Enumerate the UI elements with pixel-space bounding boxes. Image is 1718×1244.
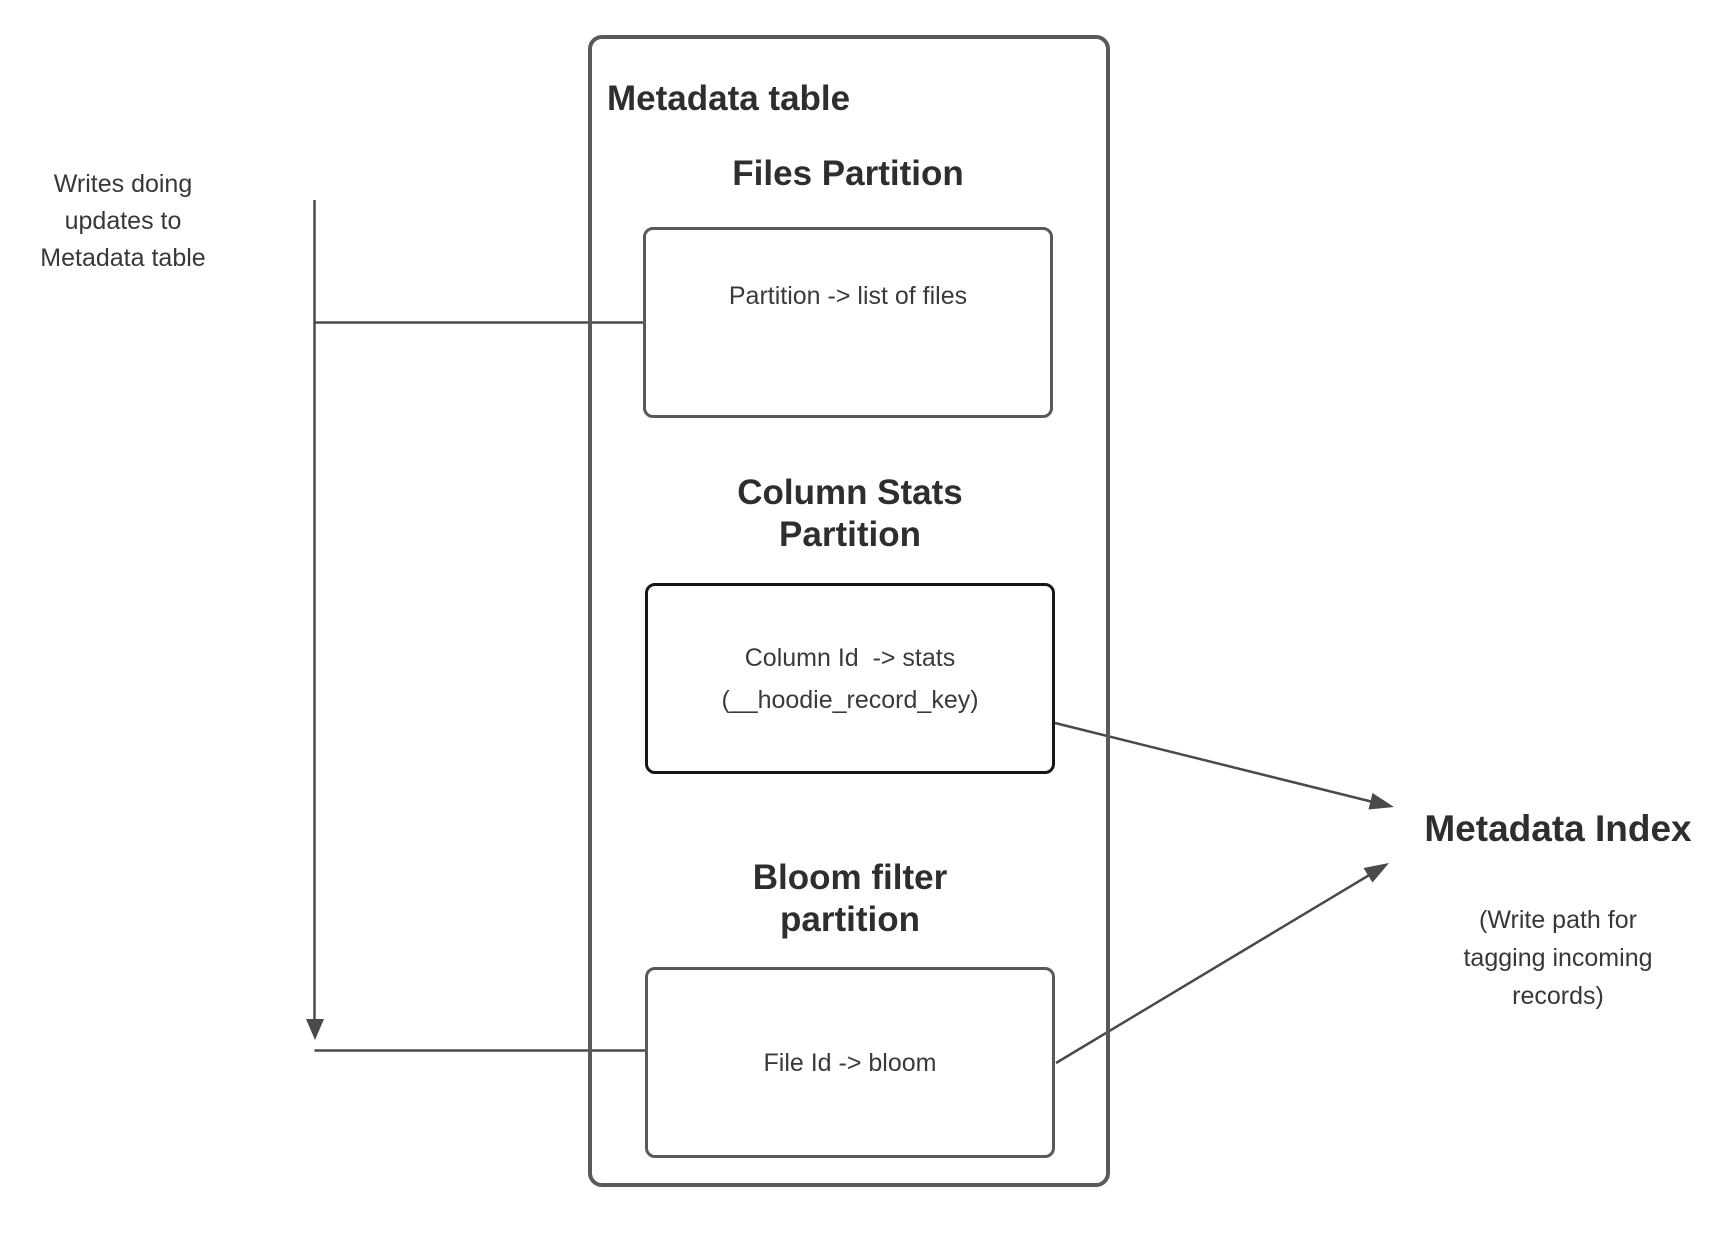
metadata-index-title: Metadata Index [1424,808,1692,849]
column-stats-partition-box: Column Id -> stats (__hoodie_record_key) [645,583,1055,774]
column-stats-box-label: Column Id -> stats (__hoodie_record_key) [721,643,979,714]
bloom-filter-partition-box: File Id -> bloom [645,967,1055,1158]
files-partition-box-label: Partition -> list of files [728,281,968,310]
bloom-filter-box-label: File Id -> bloom [763,1048,937,1077]
column-stats-partition-header: Column Stats Partition [737,473,963,554]
files-partition-header: Files Partition [732,154,964,193]
bloom-arrowhead [1363,863,1389,883]
bloom-filter-partition-header: Bloom filter partition [752,858,948,939]
writes-note: Writes doing updates to Metadata table [40,170,206,272]
metadata-table-container [588,35,1110,1187]
stats-arrowhead [1368,793,1394,810]
metadata-table-title: Metadata table [607,79,851,118]
metadata-index-subtitle: (Write path for tagging incoming records… [1463,906,1653,1010]
writes-arrowhead-down [306,1019,324,1040]
files-partition-box: Partition -> list of files [643,227,1053,418]
